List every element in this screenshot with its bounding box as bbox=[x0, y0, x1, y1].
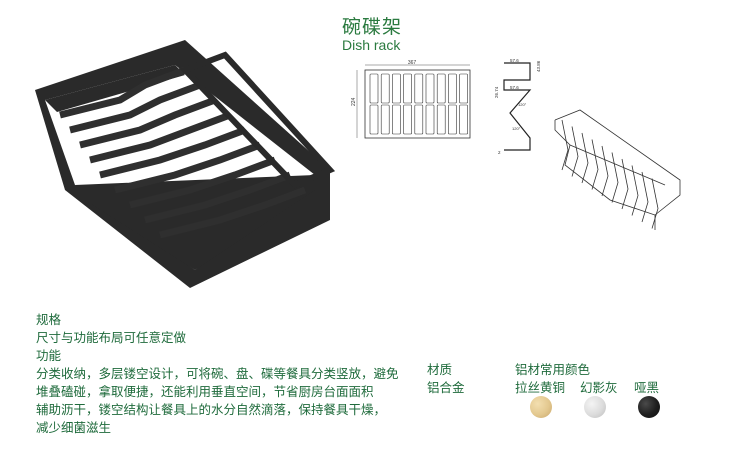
slot bbox=[425, 73, 435, 104]
drawing-top-view: 367 224 bbox=[351, 60, 471, 139]
slot bbox=[459, 104, 468, 135]
slot bbox=[436, 73, 446, 104]
product-image-dish-rack bbox=[35, 40, 336, 288]
function-line: 分类收纳，多层镂空设计，可将碗、盘、碟等餐具分类竖放，避免 bbox=[36, 366, 399, 381]
rib bbox=[591, 139, 599, 190]
dim-thickness: 2 bbox=[498, 150, 501, 155]
color-name-brass: 拉丝黄铜 bbox=[515, 380, 566, 395]
dim-width: 367 bbox=[408, 60, 417, 66]
slot bbox=[459, 73, 468, 104]
slot bbox=[414, 104, 424, 135]
dim-depth: 224 bbox=[351, 97, 357, 106]
material-label: 材质 bbox=[427, 362, 453, 377]
rib bbox=[621, 158, 629, 210]
colors-label: 铝材常用颜色 bbox=[515, 362, 591, 377]
dim-height: 43.86 bbox=[536, 60, 541, 72]
rib bbox=[601, 145, 609, 197]
drawing-isometric bbox=[554, 109, 681, 230]
dim-step: 26.74 bbox=[494, 86, 499, 98]
slot bbox=[380, 104, 390, 135]
slot bbox=[436, 104, 446, 135]
slot bbox=[448, 104, 457, 135]
slot bbox=[414, 73, 424, 104]
dim-mid: 57.6 bbox=[510, 85, 519, 90]
rib bbox=[571, 126, 579, 177]
dim-top: 57.6 bbox=[510, 58, 519, 63]
slot bbox=[380, 73, 390, 104]
rib bbox=[581, 132, 589, 184]
material-value: 铝合金 bbox=[427, 380, 465, 395]
function-line: 辅助沥干，镂空结构让餐具上的水分自然滴落，保持餐具干燥， bbox=[36, 402, 387, 417]
swatch-gray bbox=[584, 396, 606, 418]
slot bbox=[403, 73, 412, 104]
function-heading: 功能 bbox=[36, 348, 62, 363]
title-chinese: 碗碟架 bbox=[342, 16, 403, 38]
color-name-black: 哑黑 bbox=[634, 380, 660, 395]
slot bbox=[425, 104, 435, 135]
slot bbox=[392, 73, 401, 104]
dim-angle-2: 120° bbox=[512, 126, 521, 131]
dim-angle-1: 120° bbox=[518, 102, 527, 107]
rib bbox=[561, 119, 569, 171]
rib bbox=[641, 171, 649, 223]
rib bbox=[631, 165, 639, 216]
spec-heading: 规格 bbox=[36, 312, 62, 327]
swatch-brass bbox=[530, 396, 552, 418]
function-line: 堆叠磕碰，拿取便捷，还能利用垂直空间，节省厨房台面面积 bbox=[36, 384, 374, 399]
slot bbox=[392, 104, 401, 135]
slot bbox=[369, 73, 379, 104]
slot bbox=[448, 73, 457, 104]
rib bbox=[611, 152, 619, 203]
function-line: 减少细菌滋生 bbox=[36, 420, 112, 435]
drawing-side-profile: 57.6 43.86 26.74 57.6 120° 120° 2 bbox=[494, 58, 541, 155]
rib bbox=[651, 178, 659, 229]
spec-text: 尺寸与功能布局可任意定做 bbox=[36, 330, 187, 345]
color-name-gray: 幻影灰 bbox=[580, 380, 618, 395]
slot bbox=[403, 104, 412, 135]
slot bbox=[369, 104, 379, 135]
swatch-black bbox=[638, 396, 660, 418]
title-english: Dish rack bbox=[342, 37, 401, 53]
